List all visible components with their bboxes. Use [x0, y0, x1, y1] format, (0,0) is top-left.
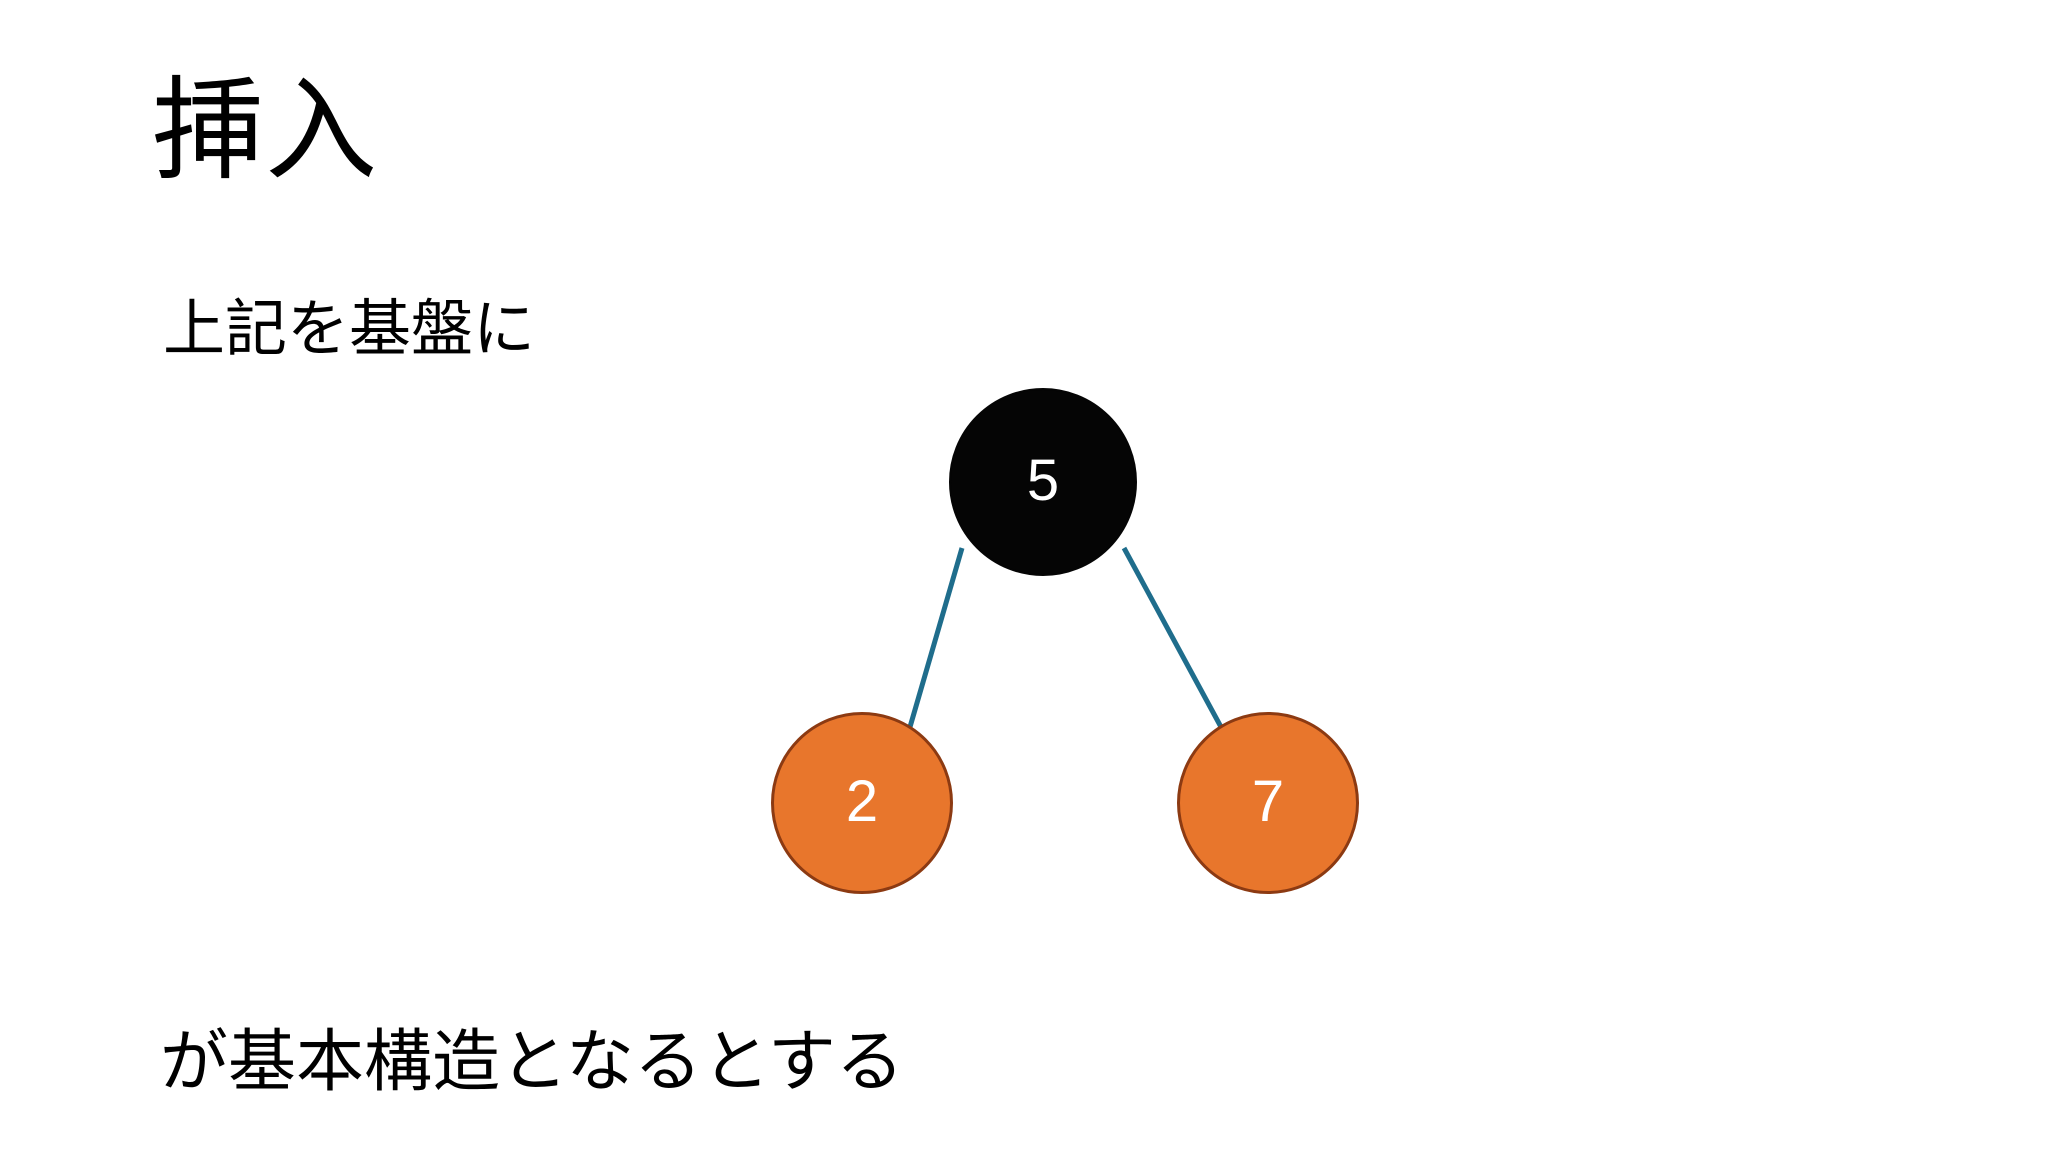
tree-node-root[interactable]: 5 [949, 388, 1137, 576]
caption-below-diagram: が基本構造となるとする [160, 1024, 904, 1100]
edge-root-to-left [907, 547, 965, 728]
tree-node-right-child[interactable]: 7 [1177, 712, 1359, 894]
tree-node-right-child-label: 7 [1251, 768, 1285, 834]
edge-root-to-right [1121, 546, 1224, 729]
tree-node-left-child-label: 2 [845, 768, 879, 834]
caption-above-diagram: 上記を基盤に [163, 296, 536, 364]
tree-node-left-child[interactable]: 2 [771, 712, 953, 894]
tree-node-root-label: 5 [1026, 447, 1060, 513]
tree-edges-layer [907, 546, 1224, 729]
binary-tree-diagram: 5 2 7 [700, 360, 1400, 930]
page-title: 挿入 [152, 70, 379, 194]
